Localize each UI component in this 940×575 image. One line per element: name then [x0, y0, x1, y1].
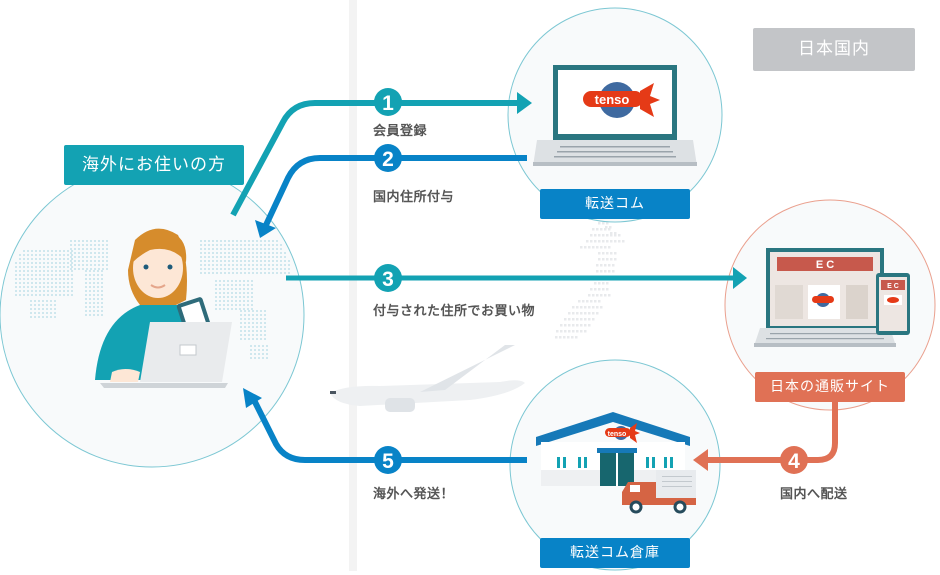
- step-1-number: 1: [382, 92, 394, 115]
- customer-person-icon: [95, 228, 232, 388]
- warehouse-icon: tenso: [536, 412, 696, 514]
- arrowhead-step-4: [693, 449, 708, 471]
- ec-phone-text: E C: [887, 283, 899, 290]
- arrowhead-step-5: [243, 388, 262, 408]
- ec-site-devices-icon: E C E C: [754, 248, 910, 347]
- arrowhead-step-1: [517, 92, 532, 114]
- step-1-badge: 1: [374, 88, 402, 116]
- tenso-laptop-icon: tenso: [533, 65, 697, 166]
- arrowhead-step-2: [255, 220, 276, 238]
- warehouse-label: 転送コム倉庫: [540, 538, 690, 568]
- step-4-text: 国内へ配送: [780, 487, 848, 502]
- arrow-step-5: [250, 396, 527, 463]
- tenso-logo-text: tenso: [595, 92, 630, 107]
- step-4-badge: 4: [780, 446, 808, 474]
- step-3-text: 付与された住所でお買い物: [373, 304, 536, 319]
- arrow-step-4: [705, 402, 838, 463]
- svg-text:tenso: tenso: [608, 431, 627, 438]
- step-4-number: 4: [788, 450, 800, 473]
- japan-map-icon: [555, 222, 625, 339]
- customer-label: 海外にお住いの方: [64, 145, 244, 185]
- arrow-step-1: [230, 100, 520, 217]
- world-map-icon: [15, 240, 290, 359]
- step-3-number: 3: [382, 268, 394, 291]
- region-badge-japan: 日本国内: [753, 28, 915, 71]
- ec-site-label: 日本の通販サイト: [755, 372, 905, 402]
- step-5-badge: 5: [374, 446, 402, 474]
- step-2-number: 2: [382, 148, 394, 171]
- step-1-text: 会員登録: [373, 124, 428, 139]
- airplane-icon: [330, 345, 525, 412]
- region-divider: [349, 0, 357, 571]
- arrow-step-2: [263, 155, 527, 227]
- step-2-text: 国内住所付与: [373, 190, 455, 205]
- step-2-badge: 2: [374, 144, 402, 172]
- step-5-number: 5: [382, 450, 394, 473]
- ec-screen-text: E C: [816, 259, 834, 271]
- arrowhead-step-3: [733, 267, 747, 289]
- step-3-badge: 3: [374, 264, 402, 292]
- tenso-label: 転送コム: [540, 189, 690, 219]
- step-5-text: 海外へ発送！: [373, 487, 455, 502]
